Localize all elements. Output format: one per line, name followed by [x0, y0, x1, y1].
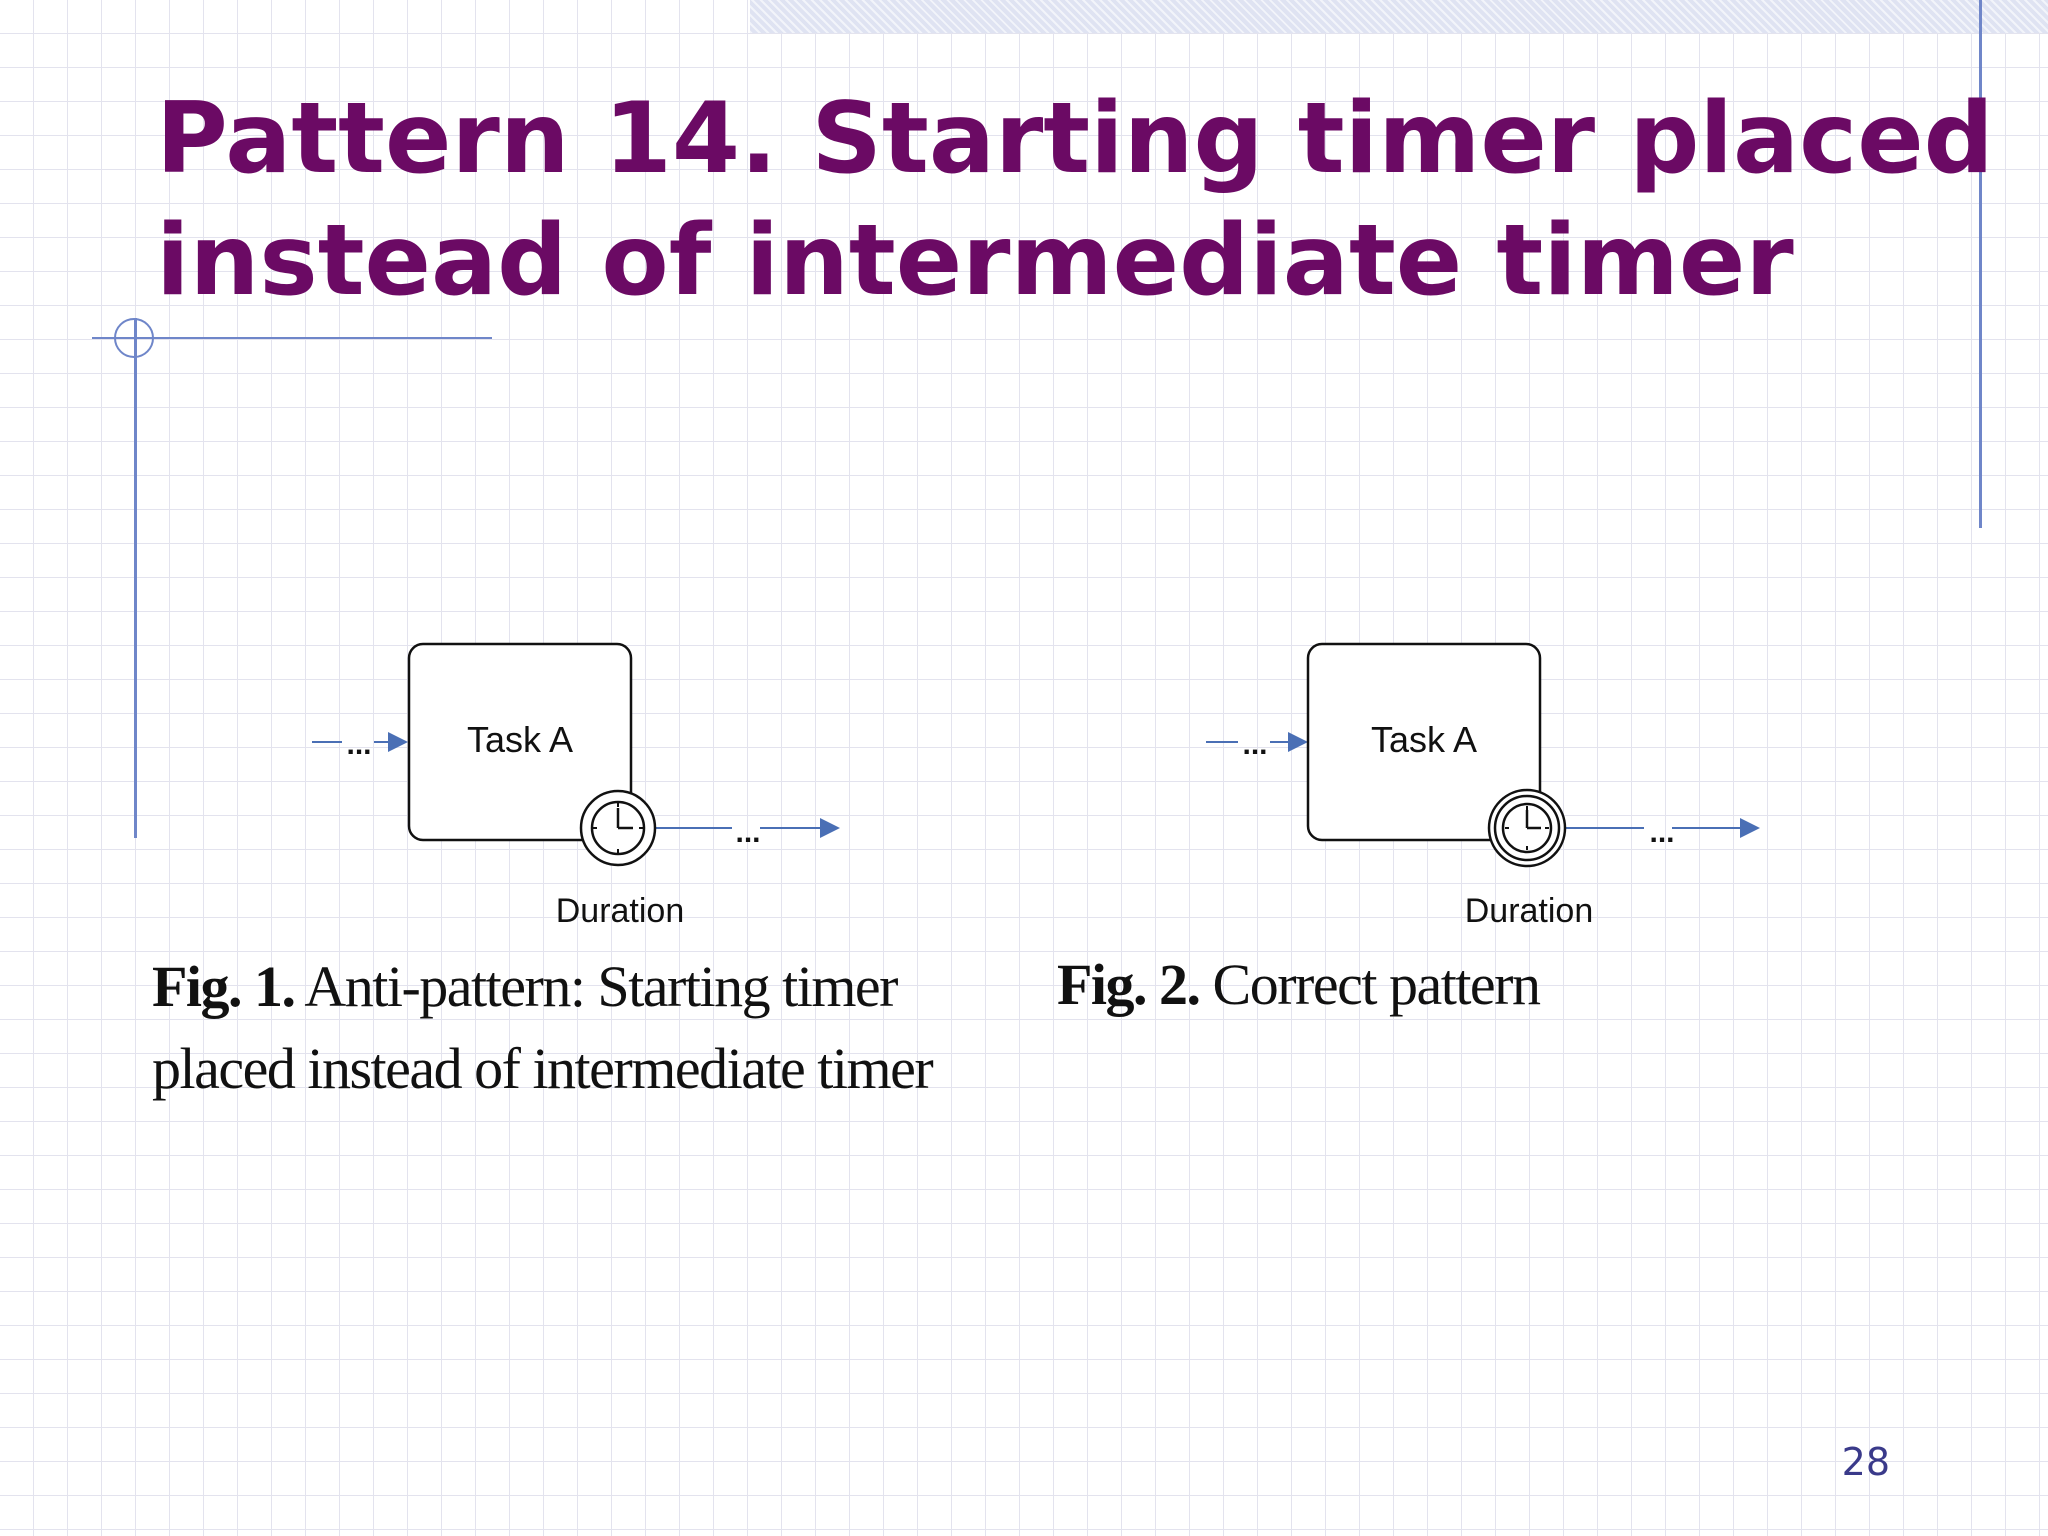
figure-1-caption-line-2: placed instead of intermediate timer: [152, 1036, 934, 1101]
figure-2-caption: Fig. 2. Correct pattern: [1057, 944, 1541, 1026]
task-label: Task A: [1371, 719, 1477, 760]
task-label: Task A: [467, 719, 573, 760]
slide-title-line-1: Pattern 14. Starting timer placed: [156, 82, 1994, 196]
figure-1-caption: Fig. 1. Anti-pattern: Starting timer pla…: [152, 946, 934, 1110]
figure-1-caption-label: Fig. 1.: [152, 954, 296, 1019]
figure-2-caption-line-1: Correct pattern: [1212, 952, 1541, 1017]
start-timer-event: [579, 789, 657, 867]
figure-1-caption-line-1: Anti-pattern: Starting timer: [304, 954, 898, 1019]
figure-1-diagram: ... Task A ... Duration: [312, 642, 840, 930]
slide-title: Pattern 14. Starting timer placed instea…: [156, 78, 1994, 322]
clock-icon: [1501, 802, 1553, 854]
task-box: [407, 642, 633, 842]
figure-2-caption-label: Fig. 2.: [1057, 952, 1201, 1017]
timer-label: Duration: [556, 892, 685, 930]
incoming-ellipsis: ...: [346, 728, 371, 761]
corner-circle-ornament: [114, 318, 154, 358]
intermediate-timer-event: [1487, 788, 1567, 868]
top-decorative-band: [750, 0, 2048, 33]
incoming-ellipsis: ...: [1242, 728, 1267, 761]
timer-label: Duration: [1465, 892, 1594, 930]
right-vertical-rule: [1979, 0, 1982, 528]
clock-icon: [590, 800, 646, 856]
figure-2-diagram: ... Task A ... Duration: [1206, 642, 1760, 930]
page-number: 28: [1841, 1440, 1890, 1484]
left-horizontal-rule: [92, 337, 492, 339]
task-box: [1306, 642, 1542, 842]
left-vertical-rule: [134, 318, 137, 838]
outgoing-ellipsis: ...: [1649, 816, 1674, 849]
outgoing-ellipsis: ...: [735, 816, 760, 849]
slide-title-line-2: instead of intermediate timer: [156, 204, 1794, 318]
